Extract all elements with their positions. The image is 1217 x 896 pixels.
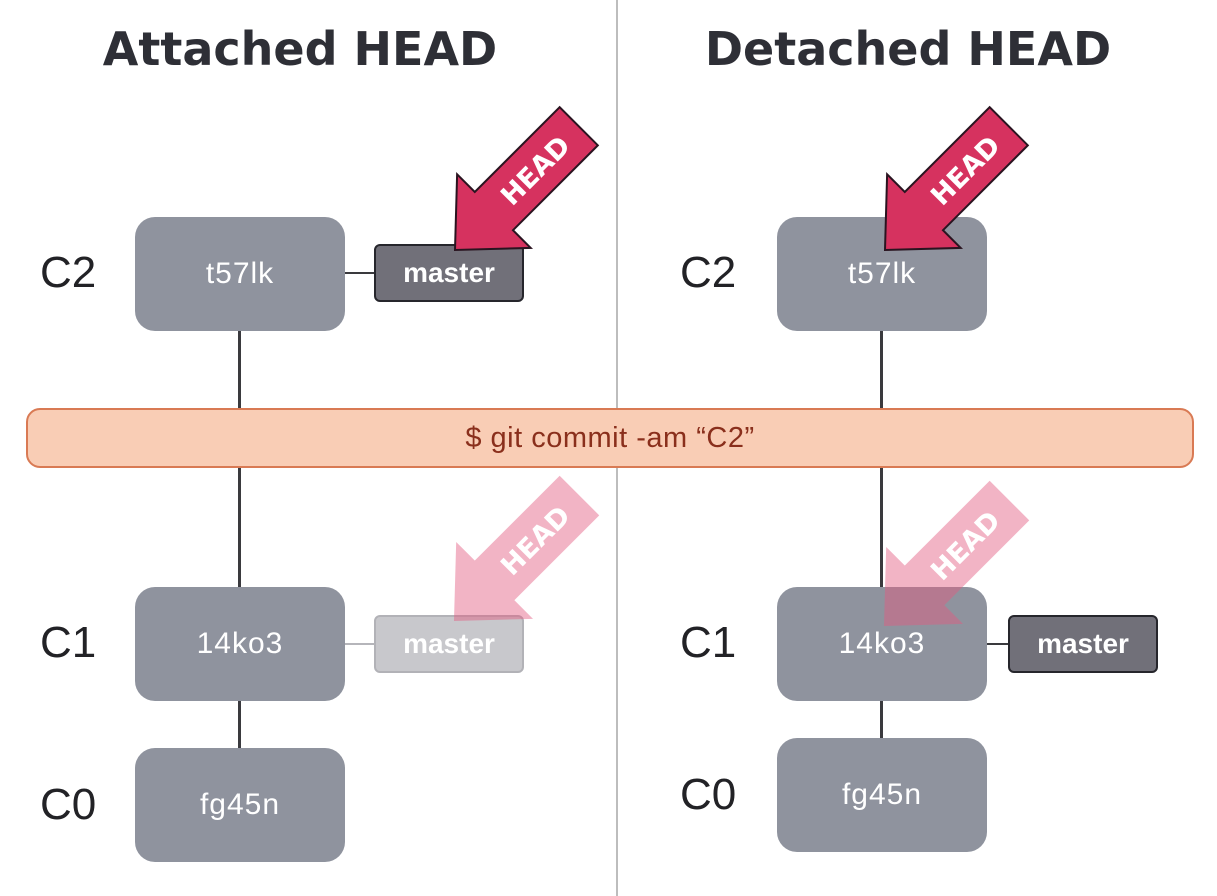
commit-label-c1-right: C1 — [680, 618, 737, 667]
commit-node-c2-left: t57lk — [135, 217, 345, 331]
commit-node-c2-right: t57lk — [777, 217, 987, 331]
commit-label-c2-left: C2 — [40, 248, 97, 297]
branch-master-right: master — [1008, 615, 1158, 673]
commit-hash: 14ko3 — [196, 627, 284, 660]
commit-label-c1-left: C1 — [40, 618, 97, 667]
commit-label-c2-right: C2 — [680, 248, 737, 297]
commit-node-c0-left: fg45n — [135, 748, 345, 862]
edge-c1-c0-right — [880, 700, 883, 740]
head-arrow-icon-new-left: HEAD — [453, 105, 600, 252]
branch-link-c1-left — [344, 643, 376, 645]
branch-master-new-left: master — [374, 244, 524, 302]
head-arrow-icon-old-right: HEAD — [883, 480, 1030, 627]
attached-head-title: Attached HEAD — [102, 22, 498, 76]
branch-link-c1-right — [986, 643, 1010, 645]
commit-label-c0-right: C0 — [680, 770, 737, 819]
branch-master-old-left: master — [374, 615, 524, 673]
branch-link-c2-left — [344, 272, 376, 274]
commit-hash: fg45n — [841, 778, 923, 811]
commit-hash: 14ko3 — [838, 627, 926, 660]
head-arrow-icon-new-right: HEAD — [883, 105, 1030, 252]
commit-node-c1-left: 14ko3 — [135, 587, 345, 701]
commit-hash: t57lk — [205, 257, 275, 290]
edge-c1-c0-left — [238, 700, 241, 750]
commit-node-c0-right: fg45n — [777, 738, 987, 852]
detached-head-title: Detached HEAD — [704, 22, 1112, 76]
head-arrow-icon-old-left: HEAD — [453, 475, 600, 622]
commit-hash: fg45n — [199, 788, 281, 821]
commit-label-c0-left: C0 — [40, 780, 97, 829]
git-command-banner: $ git commit -am “C2” — [26, 408, 1194, 468]
commit-node-c1-right: 14ko3 — [777, 587, 987, 701]
commit-hash: t57lk — [847, 257, 917, 290]
